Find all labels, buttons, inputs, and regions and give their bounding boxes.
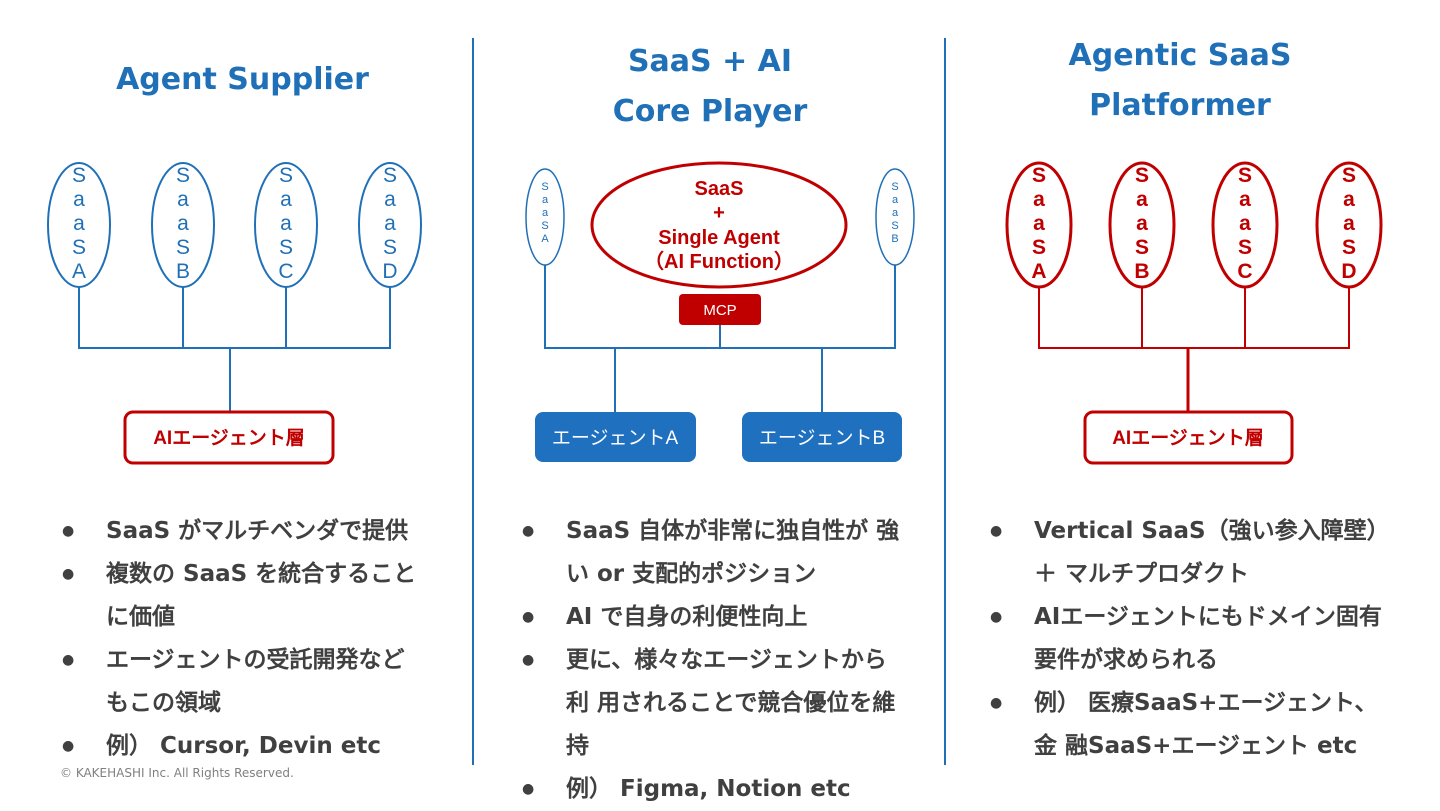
- col2-bullets: SaaS 自体が非常に独自性が 強い or 支配的ポジション AI で自身の利便…: [522, 510, 907, 811]
- col3-saas-c-ellipse: [1211, 161, 1279, 289]
- agent-a-box: [535, 412, 696, 462]
- col2-bullet-3: 更に、様々なエージェントから利 用されることで競合優位を維持: [522, 639, 907, 768]
- col1-bullets: SaaS がマルチベンダで提供 複数の SaaS を統合すること に価値 エージ…: [62, 510, 422, 768]
- core-line1: SaaS: [695, 178, 744, 200]
- copyright-footer: © KAKEHASHI Inc. All Rights Reserved.: [60, 766, 294, 780]
- col1-saas-b-ellipse: [151, 162, 215, 288]
- mcp-box: [679, 294, 761, 325]
- col3-bullet-1: Vertical SaaS（強い参入障壁） ＋ マルチプロダクト: [990, 510, 1390, 596]
- col1-connectors: [78, 287, 391, 412]
- col1-title: Agent Supplier: [116, 62, 369, 97]
- agent-b-label: エージェントB: [759, 428, 885, 449]
- col2-saas-b-ellipse: [875, 168, 915, 266]
- core-line4: （AI Function）: [644, 250, 794, 273]
- mcp-label: MCP: [703, 302, 736, 319]
- col3-saas-a-ellipse: [1005, 161, 1073, 289]
- col1-bullet-2: 複数の SaaS を統合すること に価値: [62, 553, 422, 639]
- col3-bullets: Vertical SaaS（強い参入障壁） ＋ マルチプロダクト AIエージェン…: [990, 510, 1390, 768]
- core-line2: +: [713, 202, 725, 224]
- col3-title: Agentic SaaS Platformer: [1030, 31, 1330, 131]
- col3-agent-layer-box: [1083, 410, 1294, 465]
- col2-title-line1: SaaS + AI: [627, 44, 793, 79]
- agent-b-box: [742, 412, 902, 462]
- col1-bullet-4: 例） Cursor, Devin etc: [62, 725, 422, 768]
- col3-title-line1: Agentic SaaS: [1068, 38, 1292, 73]
- col1-saas-c-ellipse: [254, 162, 318, 288]
- col3-bullet-2: AIエージェントにもドメイン固有 要件が求められる: [990, 596, 1390, 682]
- agent-a-label: エージェントA: [552, 428, 679, 449]
- core-player-ellipse: [590, 161, 848, 289]
- col1-saas-a-ellipse: [47, 162, 111, 288]
- col2-bullet-2: AI で自身の利便性向上: [522, 596, 907, 639]
- col3-saas-d-ellipse: [1315, 161, 1383, 289]
- col1-agent-layer-box: [123, 410, 335, 465]
- col1-bullet-1: SaaS がマルチベンダで提供: [62, 510, 422, 553]
- col2-title: SaaS + AI Core Player: [560, 37, 860, 137]
- col2-saas-a-ellipse: [525, 168, 565, 266]
- col1-agent-layer-label: AIエージェント層: [153, 427, 305, 449]
- col2-connectors: [544, 265, 896, 413]
- col3-agent-layer-label: AIエージェント層: [1112, 427, 1264, 449]
- col2-title-line2: Core Player: [612, 94, 808, 129]
- col2-bullet-1: SaaS 自体が非常に独自性が 強い or 支配的ポジション: [522, 510, 907, 596]
- col1-bullet-3: エージェントの受託開発など もこの領域: [62, 639, 422, 725]
- col3-connectors: [1038, 287, 1350, 412]
- col3-title-line2: Platformer: [1089, 88, 1271, 123]
- col3-bullet-3: 例） 医療SaaS+エージェント、金 融SaaS+エージェント etc: [990, 682, 1390, 768]
- core-line3: Single Agent: [658, 227, 780, 249]
- col2-bullet-4: 例） Figma, Notion etc: [522, 768, 907, 811]
- col3-saas-b-ellipse: [1108, 161, 1176, 289]
- col1-saas-d-ellipse: [358, 162, 422, 288]
